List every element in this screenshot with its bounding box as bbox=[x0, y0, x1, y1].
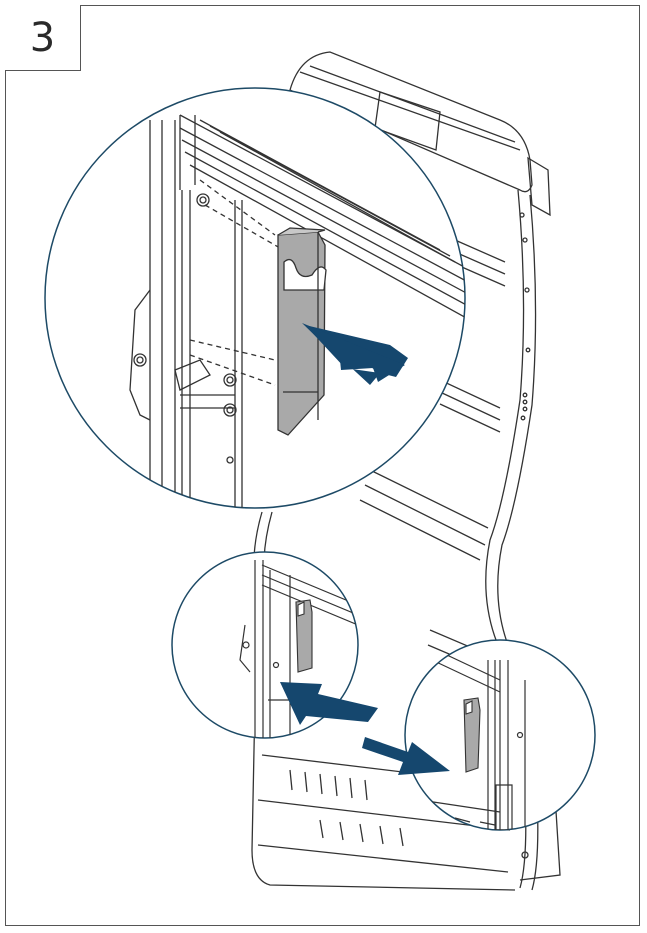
step-number: 3 bbox=[29, 14, 56, 61]
arrow-left-icon bbox=[280, 682, 378, 725]
detail-circle-large bbox=[44, 87, 466, 509]
arrow-down-right-icon bbox=[362, 737, 450, 775]
stand-frame bbox=[251, 51, 561, 891]
bracket-part bbox=[277, 227, 327, 436]
detail-circle-small-right bbox=[404, 639, 596, 831]
step-number-box: 3 bbox=[5, 5, 81, 71]
arrow-right-icon bbox=[302, 323, 405, 382]
